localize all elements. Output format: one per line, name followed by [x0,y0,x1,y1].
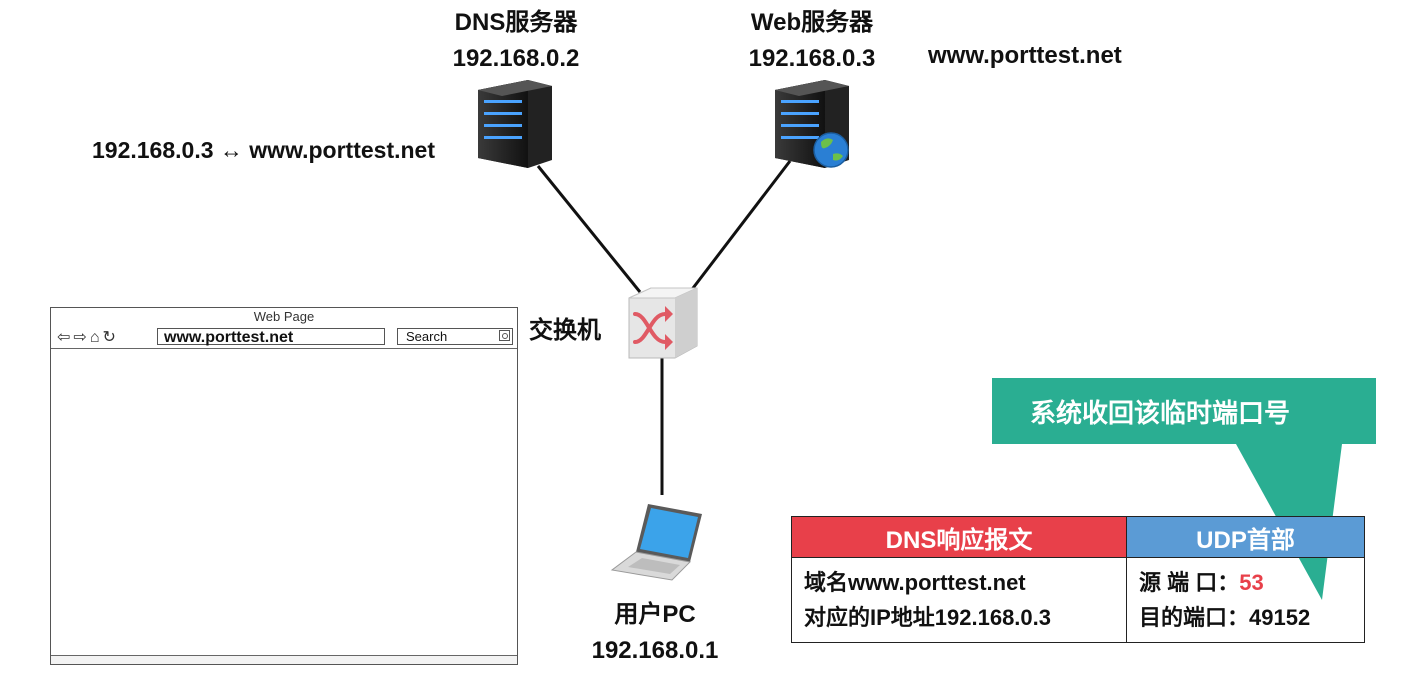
src-port-value: 53 [1239,570,1264,595]
callout-text: 系统收回该临时端口号 [1030,398,1291,428]
src-port-label: 源 端 口： [1139,570,1240,595]
browser-title: Web Page [253,309,315,324]
back-icon[interactable]: ⇦ [57,329,74,346]
dns-line-ip: 对应的IP地址192.168.0.3 [804,605,1052,630]
web-server-domain: www.porttest.net [928,42,1122,69]
browser-toolbar: ⇦⇨⌂↻ www.porttest.net Search [51,326,517,349]
switch-icon [628,287,698,359]
dst-port-label: 目的端口： [1139,605,1250,630]
home-icon[interactable]: ⌂ [89,329,103,346]
browser-statusbar [51,655,517,664]
search-icon[interactable] [499,330,510,341]
packet-table: DNS响应报文 UDP首部 域名www.porttest.net 对应的IP地址… [791,516,1365,643]
dns-server-ip: 192.168.0.2 [452,45,580,72]
web-server-ip: 192.168.0.3 [748,45,876,72]
refresh-icon[interactable]: ↻ [102,329,119,346]
web-server-icon [775,80,849,168]
user-pc-ip: 192.168.0.1 [591,637,719,664]
dns-server-icon [478,80,552,168]
dns-body: 域名www.porttest.net 对应的IP地址192.168.0.3 [791,557,1127,643]
link-web-switch [688,160,792,293]
browser-nav-icons: ⇦⇨⌂↻ [57,327,119,347]
browser-window: Web Page ⇦⇨⌂↻ www.porttest.net Search [50,307,518,665]
search-label: Search [406,329,448,344]
dst-port-row: 目的端口：49152 [1139,600,1364,635]
src-port-row: 源 端 口：53 [1139,565,1364,600]
address-bar[interactable]: www.porttest.net [157,328,385,346]
dns-mapping-text: 192.168.0.3 ↔ www.porttest.net [92,137,435,163]
user-pc-name: 用户PC [614,601,696,628]
link-dns-switch [536,165,642,293]
forward-icon[interactable]: ⇨ [73,329,90,346]
dns-server-name: DNS服务器 [454,9,578,36]
dns-header: DNS响应报文 [791,516,1127,558]
laptop-icon [610,504,702,581]
search-box[interactable]: Search [397,328,513,345]
udp-body: 源 端 口：53 目的端口：49152 [1126,557,1365,643]
switch-label: 交换机 [529,317,601,344]
dst-port-value: 49152 [1249,605,1311,630]
udp-header: UDP首部 [1126,516,1365,558]
web-server-name: Web服务器 [750,9,874,36]
dns-line-domain: 域名www.porttest.net [804,570,1026,595]
